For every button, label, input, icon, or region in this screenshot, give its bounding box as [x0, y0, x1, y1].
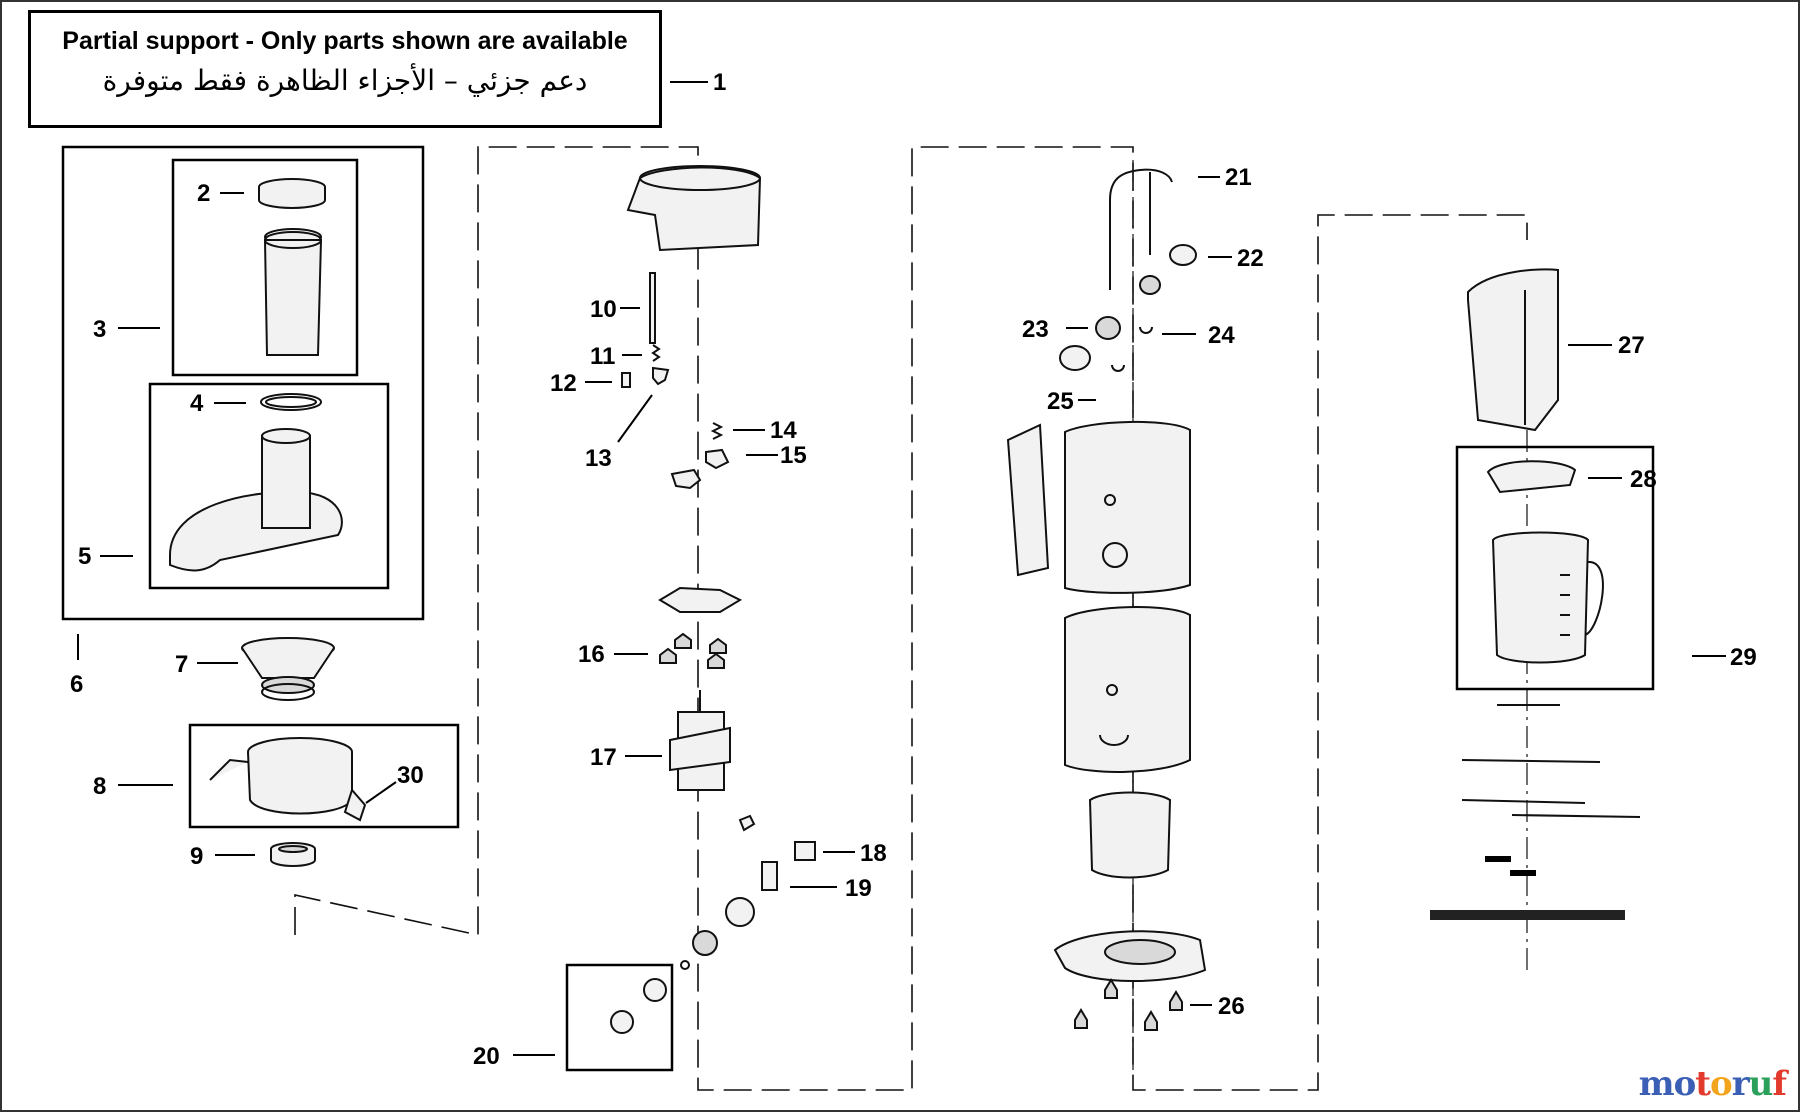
part-16-feet: [659, 632, 727, 669]
callout-13: 13: [585, 445, 612, 472]
part-12-clip: [621, 372, 631, 388]
part-10-pin: [649, 272, 656, 344]
part-2-lid: [258, 178, 326, 209]
part-22-cap: [1139, 244, 1197, 295]
watermark-letter: o: [1710, 1064, 1733, 1104]
callout-9: 9: [190, 843, 203, 870]
callout-27: 27: [1618, 332, 1645, 359]
callout-1: 1: [713, 69, 726, 96]
part-11-spring: [651, 344, 661, 362]
callout-11: 11: [590, 343, 615, 370]
part-accessories: [1430, 704, 1641, 920]
group-box-8: [188, 723, 460, 829]
part-17-motor: [669, 690, 731, 791]
callout-6: 6: [70, 671, 83, 698]
group-box-5: [148, 382, 390, 590]
part-plate: [658, 586, 743, 613]
watermark-letter: u: [1748, 1064, 1774, 1104]
notice-english: Partial support - Only parts shown are a…: [62, 27, 628, 55]
part-7-filter: [241, 637, 335, 701]
callout-28: 28: [1630, 466, 1657, 493]
part-5-cover: [169, 428, 343, 572]
callout-8: 8: [93, 773, 106, 800]
assembly-guide-lines: [294, 146, 1528, 1091]
part-3-pusher: [263, 228, 323, 356]
callout-23: 23: [1022, 316, 1049, 343]
notice-arabic: دعم جزئي – الأجزاء الظاهرة فقط متوفرة: [102, 64, 588, 97]
part-bar-1: [1485, 856, 1511, 862]
watermark-logo: motoruf: [1638, 1064, 1787, 1104]
callout-21: 21: [1225, 164, 1252, 191]
callout-16: 16: [578, 641, 605, 668]
group-box-3: [171, 158, 359, 377]
part-body-lower: [1064, 606, 1191, 773]
part-8-bowl: [209, 737, 367, 822]
part-27-container: [1467, 268, 1559, 432]
callout-19: 19: [845, 875, 872, 902]
part-small-fittings: [610, 814, 816, 1034]
callout-29: 29: [1730, 644, 1757, 671]
part-26-feet: [1074, 978, 1183, 1031]
callout-24: 24: [1208, 322, 1235, 349]
part-housing-top: [626, 165, 762, 252]
part-28-lid: [1486, 460, 1577, 494]
callout-labels: 1 2 3 4 5 6 7 8 9 10 11 12 13 14 15 16 1…: [70, 69, 1757, 1070]
part-21-tube: [1109, 168, 1173, 290]
callout-2: 2: [197, 180, 210, 207]
callout-15: 15: [780, 442, 807, 469]
group-box-29: [1455, 445, 1655, 691]
leader-lines: [77, 81, 1726, 1056]
watermark-letter: o: [1673, 1064, 1697, 1104]
callout-12: 12: [550, 370, 577, 397]
part-13-latch: [652, 366, 670, 386]
group-box-6: [61, 145, 425, 621]
part-29-jug: [1491, 531, 1604, 664]
callout-20: 20: [473, 1043, 500, 1070]
watermark-letter: r: [1731, 1064, 1750, 1104]
callout-17: 17: [590, 744, 617, 771]
part-body-upper: [1006, 421, 1191, 594]
part-9-cutter: [270, 842, 316, 867]
part-mat: [1430, 910, 1625, 920]
callout-14: 14: [770, 417, 797, 444]
part-14-spring: [710, 422, 724, 440]
callout-5: 5: [78, 543, 91, 570]
watermark-letter: m: [1638, 1064, 1675, 1104]
callout-25: 25: [1047, 388, 1074, 415]
callout-10: 10: [590, 296, 617, 323]
part-bar-2: [1510, 870, 1536, 876]
part-23-knob: [1059, 316, 1121, 371]
part-base-ring: [1088, 791, 1172, 879]
group-box-20: [565, 963, 674, 1072]
callout-22: 22: [1237, 245, 1264, 272]
part-4-seal-ring: [260, 393, 322, 411]
part-base-plate: [1053, 930, 1207, 982]
watermark-letter: f: [1772, 1064, 1787, 1104]
part-24-clip: [1111, 326, 1153, 372]
callout-7: 7: [175, 651, 188, 678]
part-15-bracket: [670, 448, 730, 490]
watermark-letter: t: [1695, 1064, 1711, 1104]
callout-18: 18: [860, 840, 887, 867]
availability-notice: Partial support - Only parts shown are a…: [28, 10, 662, 128]
callout-26: 26: [1218, 993, 1245, 1020]
callout-3: 3: [93, 316, 106, 343]
callout-30: 30: [397, 762, 424, 789]
callout-4: 4: [190, 390, 204, 417]
